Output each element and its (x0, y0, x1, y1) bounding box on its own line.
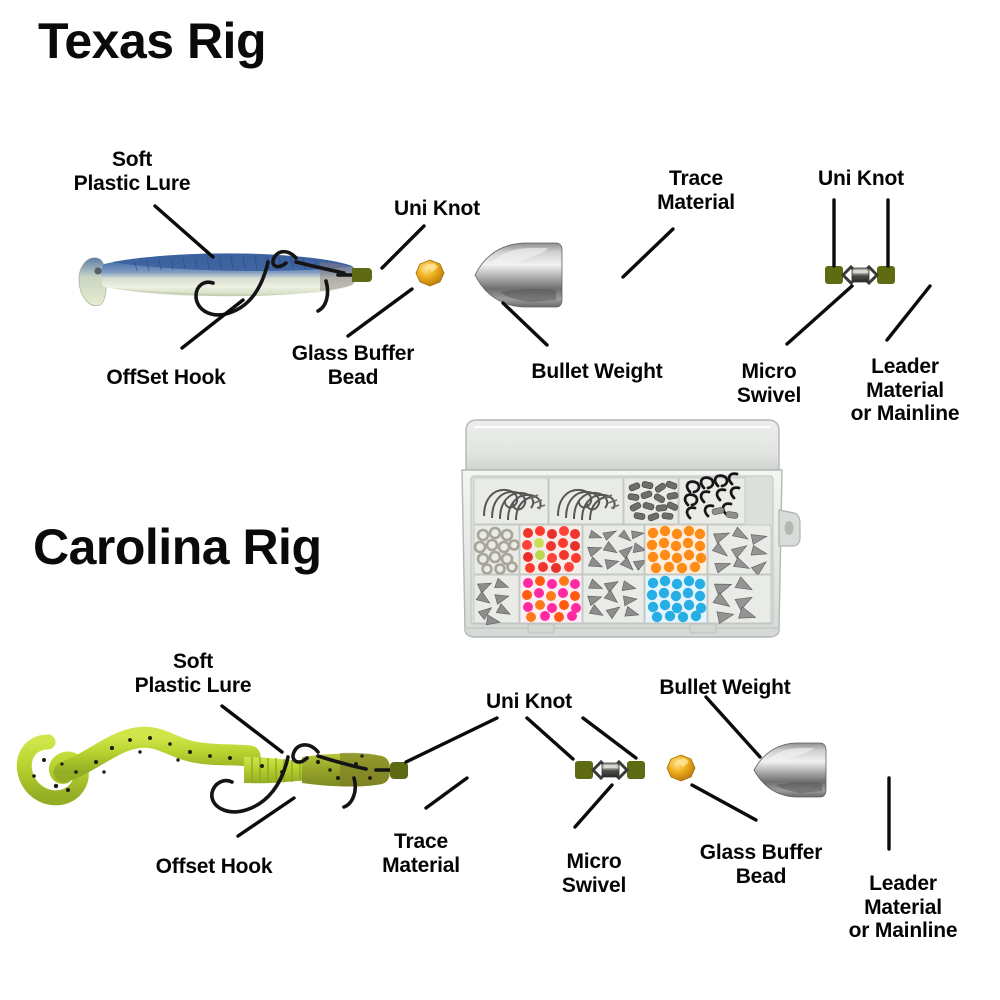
texas-bullet-weight (474, 242, 563, 308)
carolina-rig-title: Carolina Rig (33, 519, 322, 575)
carolina-label-leader-material: Leader Material or Mainline (848, 872, 958, 943)
texas-offset-hook (194, 249, 354, 317)
texas-soft-plastic-lure (78, 253, 356, 307)
carolina-uni-knot-right (627, 761, 645, 779)
texas-label-glass-buffer-bead: Glass Buffer Bead (291, 342, 415, 389)
texas-micro-swivel (825, 264, 895, 286)
texas-glass-buffer-bead (415, 259, 445, 287)
carolina-uni-knot-left (575, 761, 593, 779)
texas-rig-assembly (78, 198, 1000, 350)
carolina-offset-hook (210, 743, 392, 814)
carolina-leader-lines (220, 695, 891, 851)
texas-label-uni-knot: Uni Knot (394, 197, 480, 220)
tacklebox-row-0 (473, 472, 746, 525)
texas-uni-knot-right (877, 266, 895, 284)
fishing-tackle-box (461, 419, 801, 638)
carolina-bullet-weight (753, 742, 827, 798)
carolina-label-soft-plastic-lure: Soft Plastic Lure (134, 650, 252, 697)
carolina-label-bullet-weight: Bullet Weight (659, 676, 791, 699)
texas-leader-lines (153, 198, 932, 350)
compartment-offset-hooks-a (473, 477, 549, 525)
carolina-soft-plastic-lure (16, 726, 390, 806)
texas-label-leader-material: Leader Material or Mainline (850, 355, 960, 426)
texas-uni-knot-left (825, 266, 843, 284)
carolina-uni-knot-lure (390, 762, 408, 779)
carolina-label-uni-knot: Uni Knot (486, 690, 572, 713)
texas-label-micro-swivel: Micro Swivel (736, 360, 802, 407)
carolina-label-trace-material: Trace Material (382, 830, 460, 877)
carolina-label-offset-hook: Offset Hook (155, 855, 273, 878)
tacklebox-row-2 (473, 574, 772, 626)
texas-label-trace-material: Trace Material (657, 167, 735, 214)
texas-uni-knot-lure (352, 268, 372, 282)
texas-label-bullet-weight: Bullet Weight (531, 360, 663, 383)
carolina-rig-assembly (16, 695, 1000, 851)
carolina-label-micro-swivel: Micro Swivel (561, 850, 627, 897)
texas-rig-title: Texas Rig (38, 13, 267, 69)
carolina-label-glass-buffer-bead: Glass Buffer Bead (699, 841, 823, 888)
carolina-glass-buffer-bead (666, 754, 696, 782)
carolina-micro-swivel (575, 759, 645, 781)
tacklebox-row-1 (473, 524, 772, 576)
texas-label-soft-plastic-lure: Soft Plastic Lure (73, 148, 191, 195)
texas-label-uni-knot-2: Uni Knot (818, 167, 904, 190)
texas-label-offset-hook: OffSet Hook (106, 366, 226, 389)
